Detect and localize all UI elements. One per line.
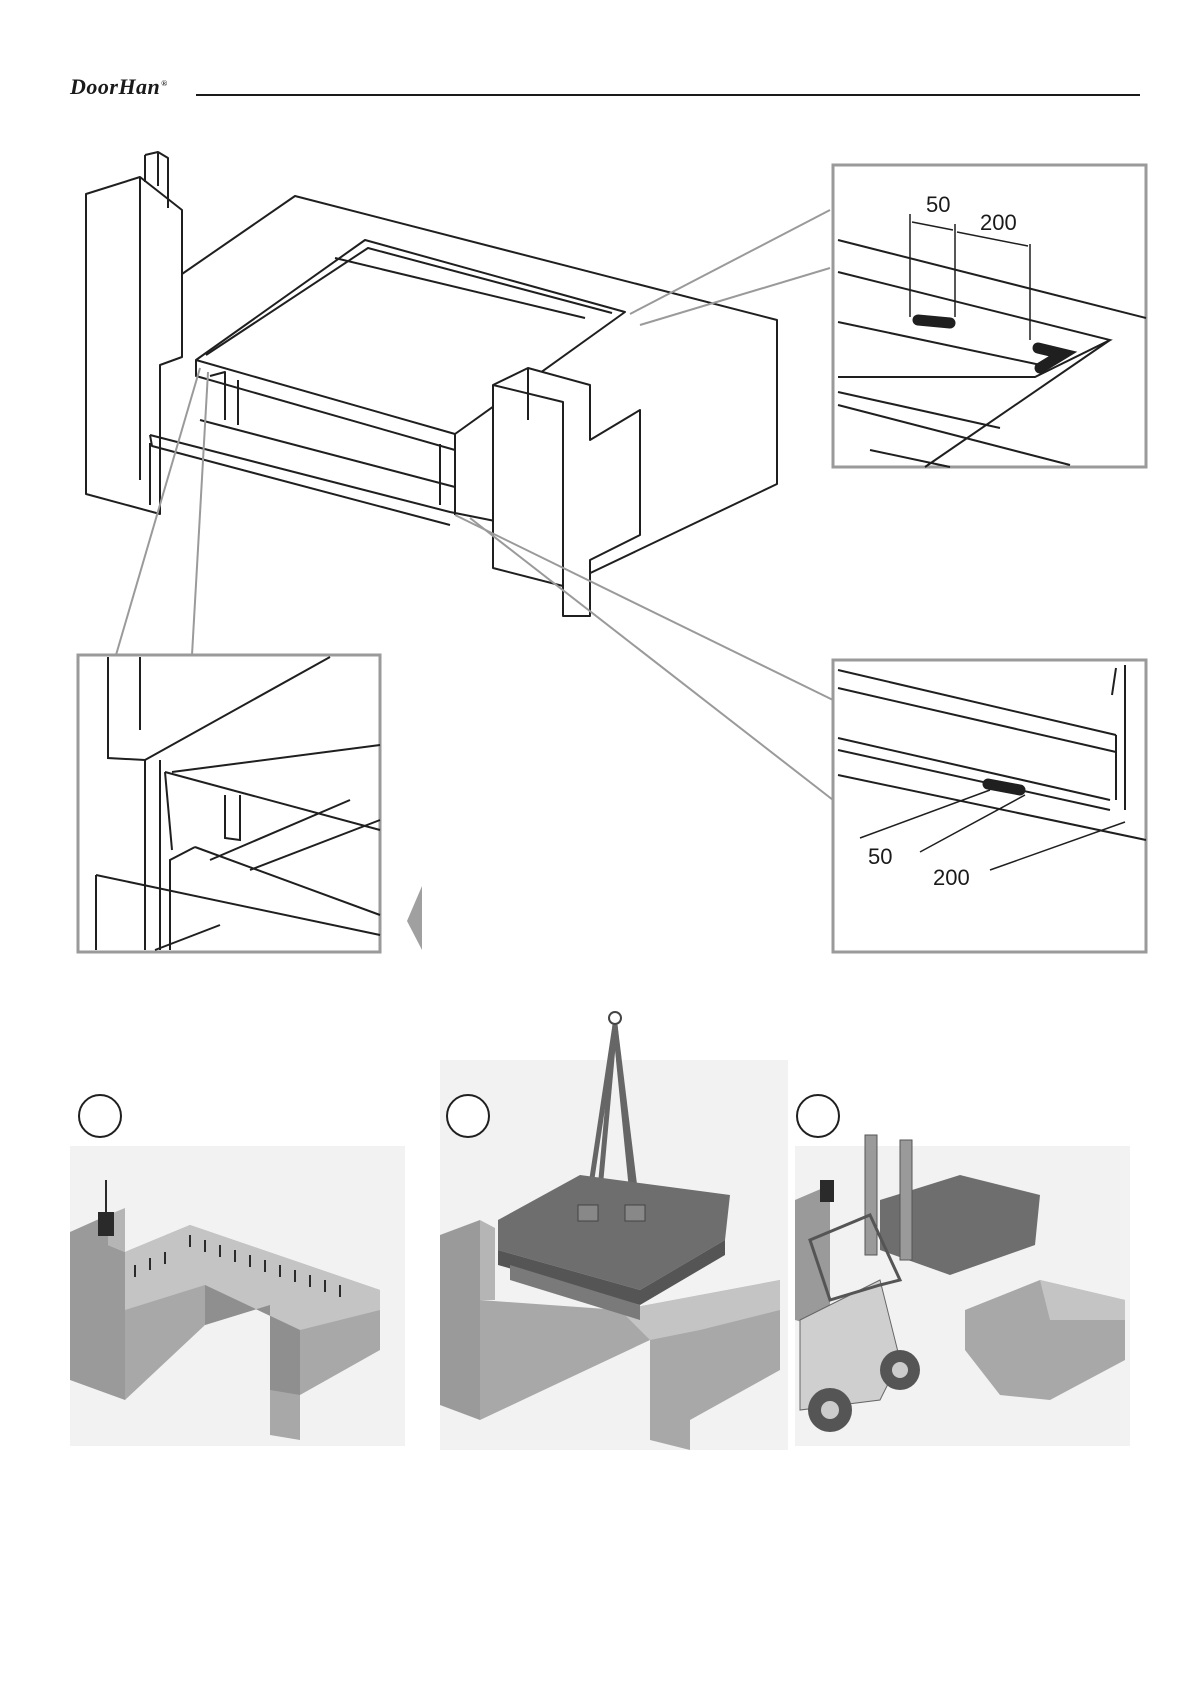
detail-bottom-left [78,655,380,952]
step-2-badge [447,1095,489,1137]
step-3-panel [795,1095,1130,1446]
detail-bottom-dim-a: 50 [868,844,892,869]
detail-bottom-right: 50 200 [833,660,1146,952]
detail-top-dim-b: 200 [980,210,1017,235]
section-marker [407,886,422,950]
step-1-badge [79,1095,121,1137]
detail-bottom-dim-b: 200 [933,865,970,890]
right-column [493,368,640,616]
left-column [86,152,182,514]
step-3-badge [797,1095,839,1137]
step-1-panel [70,1095,405,1446]
detail-top-dim-a: 50 [926,192,950,217]
step-2-panel [440,1012,788,1450]
detail-top-right: 50 200 [833,165,1146,467]
